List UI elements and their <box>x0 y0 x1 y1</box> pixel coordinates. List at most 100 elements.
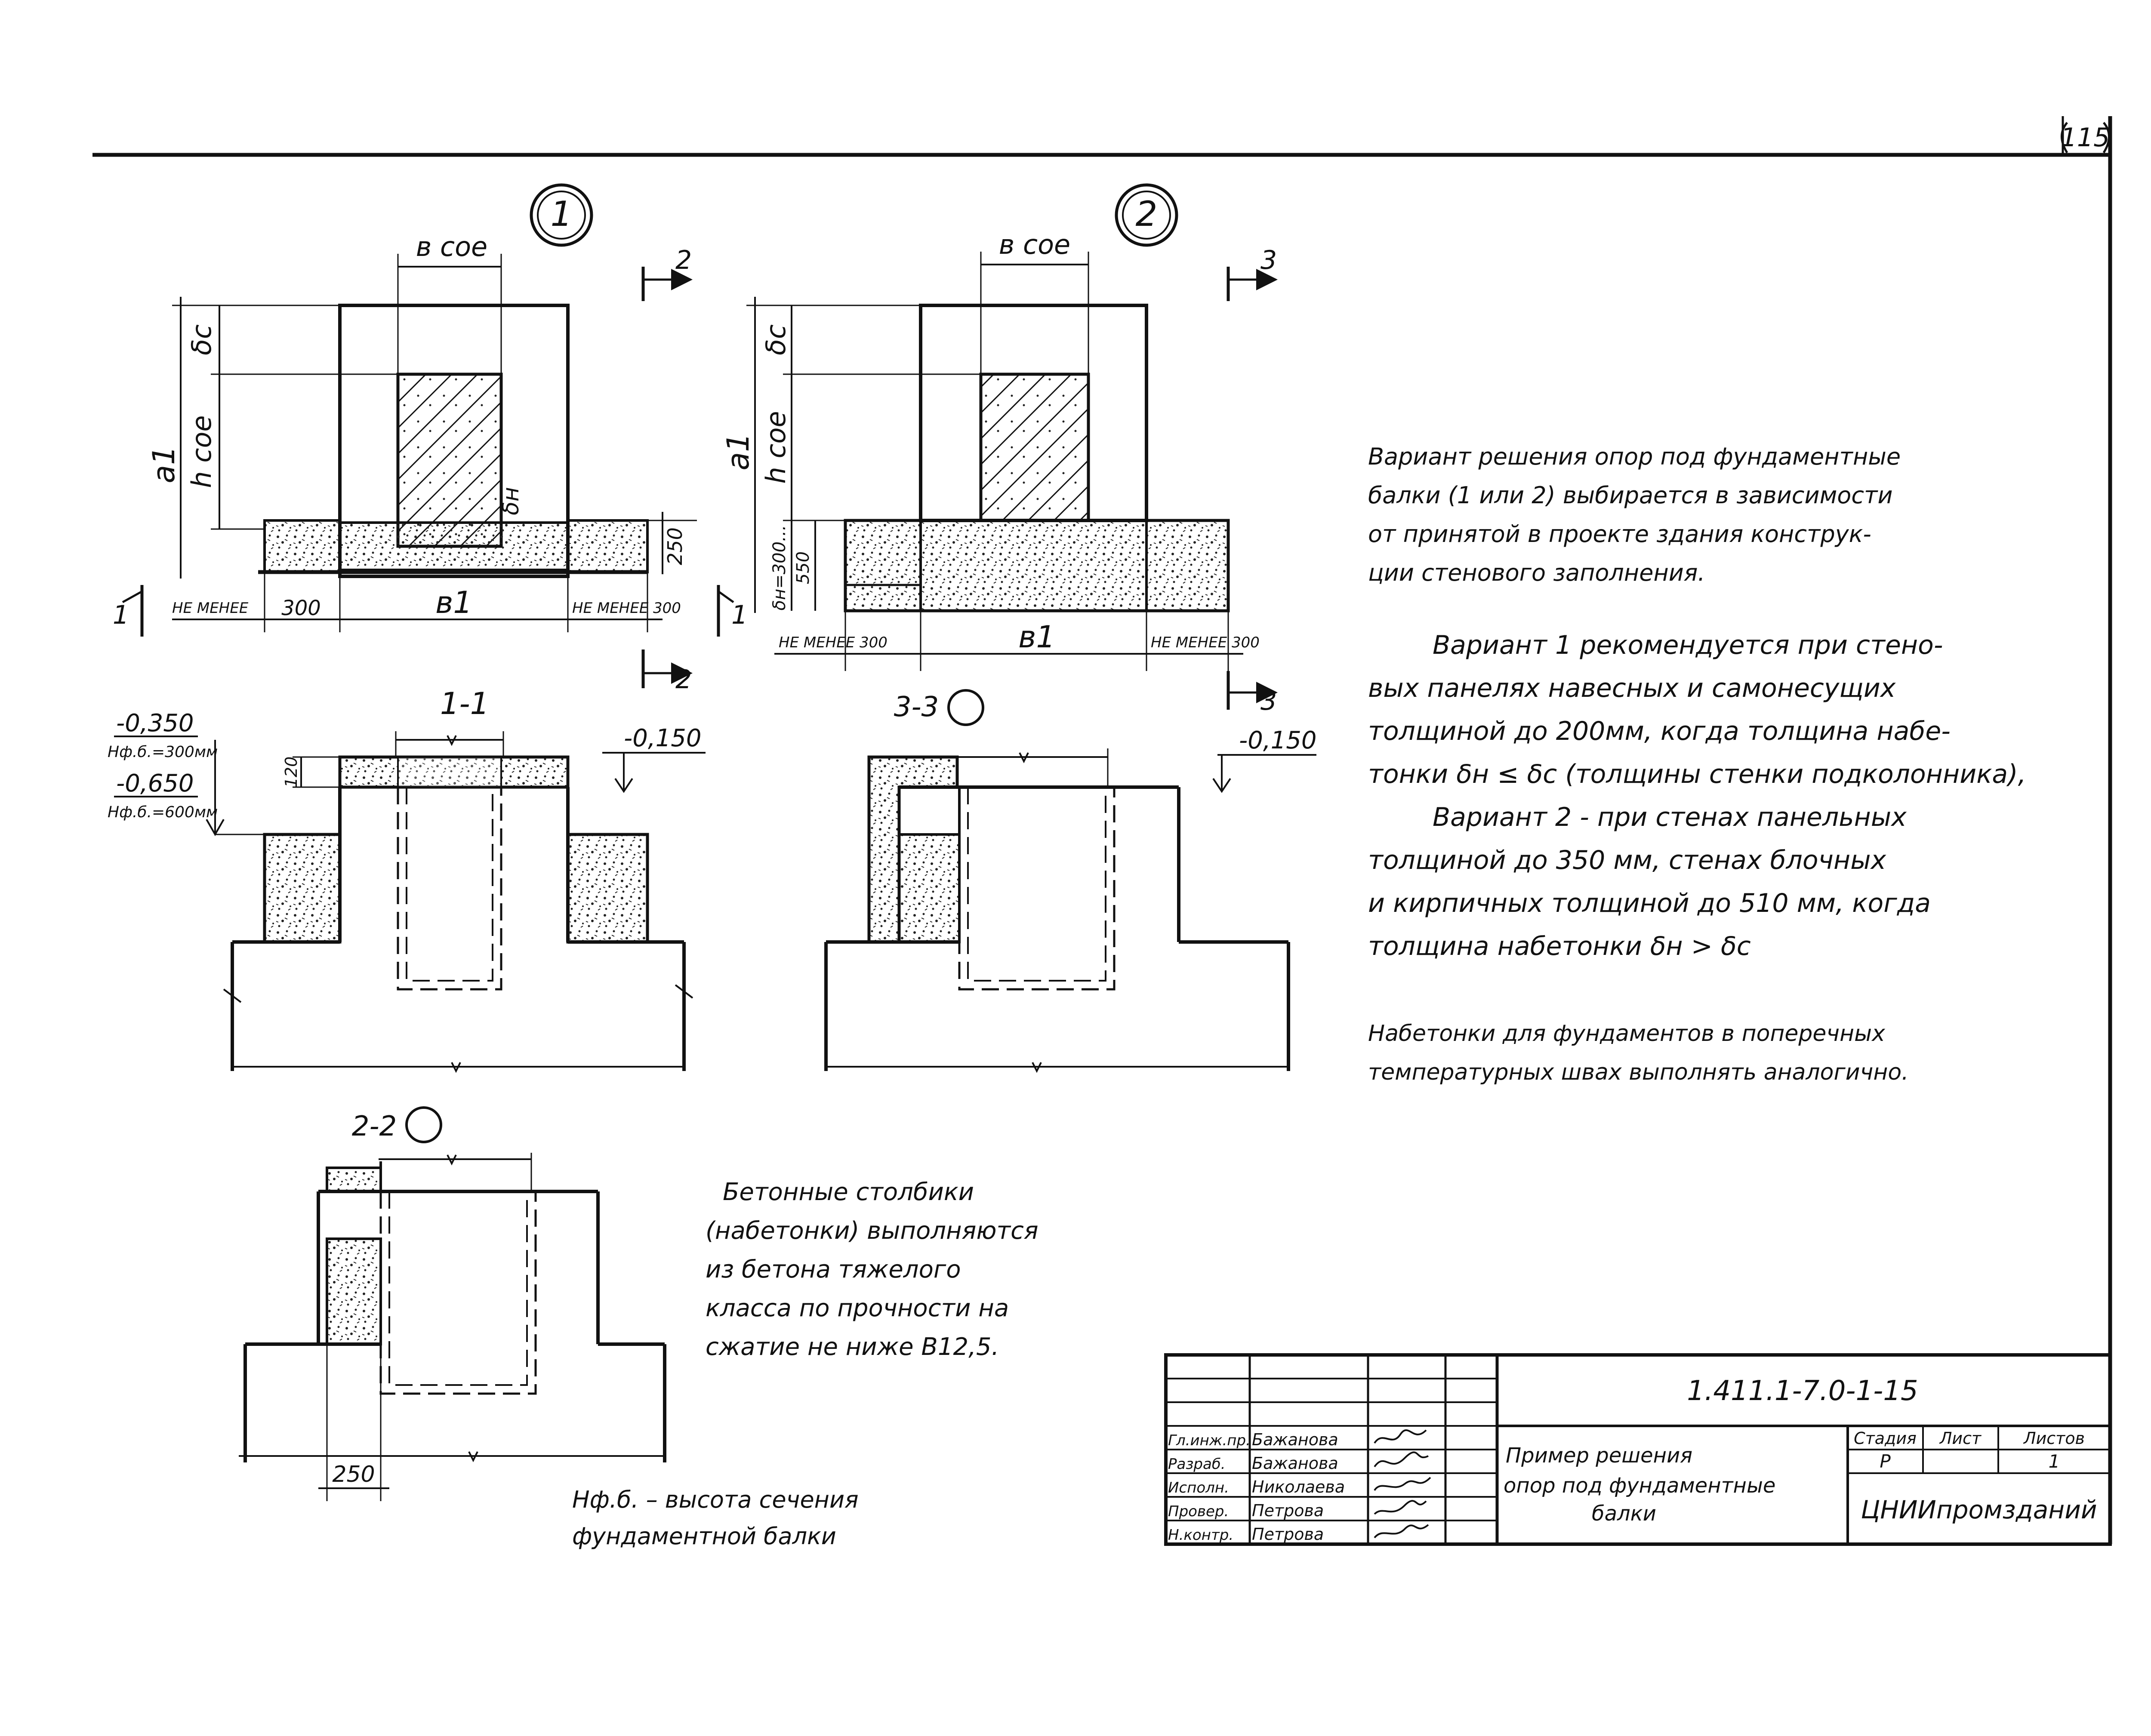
label-not-less-left-2: НЕ МЕНЕЕ 300 <box>779 634 888 651</box>
detail-1: 1 в сое а1 h сое δс δн 250 НЕ МЕ <box>113 183 748 695</box>
role-4: Провер. <box>1168 1503 1229 1520</box>
notes: Вариант решения опор под фундаментные ба… <box>572 443 2026 1550</box>
stage-value: Р <box>1880 1451 1891 1472</box>
name-5: Петрова <box>1252 1525 1324 1544</box>
col-stage: Стадия <box>1854 1429 1917 1448</box>
sheet-number: 115 <box>2061 123 2110 153</box>
signatures <box>1374 1429 1431 1539</box>
col-sheet: Лист <box>1939 1429 1982 1448</box>
concrete-side-2-2 <box>326 1237 382 1345</box>
sheet-frame <box>92 116 2112 1544</box>
name-2: Бажанова <box>1252 1454 1338 1473</box>
note-concrete-line-5: сжатие не ниже В12,5. <box>706 1333 999 1361</box>
elev-150-1-1: -0,150 <box>624 724 702 752</box>
label-h-col-1: h сое <box>186 415 217 488</box>
detail-1-marker: 1 <box>551 194 573 234</box>
cut-right-1: 1 <box>731 600 748 630</box>
label-dn-1: δн <box>498 487 524 515</box>
note-p2-line-2: вых панелях навесных и самонесущих <box>1368 673 1896 703</box>
sheet-title-line-2: опор под фундаментные <box>1504 1474 1775 1498</box>
note-p1: Вариант решения опор под фундаментные ба… <box>1368 443 1908 586</box>
concrete-fill-right <box>567 519 649 573</box>
section-3-3: 3-3 -0,150 <box>824 689 1317 1073</box>
section-3-3-title: 3-3 <box>894 691 939 723</box>
detail-2-marker: 2 <box>1136 194 1158 234</box>
note-p1-line-3: от принятой в проекте здания конструк- <box>1368 520 1871 548</box>
concrete-side-left <box>263 833 342 944</box>
note-p2: Вариант 1 рекомендуется при стено- вых п… <box>1368 630 2026 789</box>
label-not-less-right-2: НЕ МЕНЕЕ 300 <box>1151 634 1260 651</box>
label-dc-1: δс <box>186 324 217 355</box>
elev-650-note: Нф.б.=600мм <box>108 803 218 821</box>
label-b1-2: в1 <box>1018 619 1055 655</box>
note-concrete-line-3: из бетона тяжелого <box>706 1256 961 1284</box>
note-p3-line-3: и кирпичных толщиной до 510 мм, когда <box>1368 888 1931 918</box>
cut-label-top-2: 3 <box>1260 245 1277 275</box>
note-p4: Набетонки для фундаментов в поперечных т… <box>1368 1021 1909 1085</box>
concrete-top-2-2 <box>326 1167 382 1193</box>
elev-150-3-3: -0,150 <box>1239 726 1317 754</box>
note-p1-line-4: ции стенового заполнения. <box>1368 559 1705 586</box>
note-concrete-line-1: Бетонные столбики <box>723 1178 974 1206</box>
label-b-col-1: в сое <box>416 231 487 262</box>
note-p4-line-1: Набетонки для фундаментов в поперечных <box>1368 1021 1886 1047</box>
column-section <box>396 372 503 548</box>
detail-2-marker-circle <box>1115 183 1178 247</box>
section-1-1: 1-1 120 -0,350 Нф.б.=300мм -0,650 Нф.б.=… <box>108 686 706 1073</box>
label-a1-1: а1 <box>146 446 182 483</box>
dim-250-2-2: 250 <box>332 1462 375 1487</box>
cut-label-bottom-2: 3 <box>1260 686 1277 716</box>
note-footnote-line-1: Нф.б. – высота сечения <box>572 1486 859 1513</box>
role-5: Н.контр. <box>1168 1527 1233 1544</box>
note-p2-line-3: толщиной до 200мм, когда толщина набе- <box>1368 716 1951 746</box>
label-not-less-right-1: НЕ МЕНЕЕ 300 <box>572 600 681 617</box>
sheet-title-line-3: балки <box>1592 1502 1656 1526</box>
label-dc-2: δс <box>760 324 792 355</box>
dim-250-1: 250 <box>663 527 687 565</box>
name-1: Бажанова <box>1252 1430 1338 1449</box>
concrete-fill-2 <box>844 519 1230 613</box>
note-p2-line-4: тонки δн ≤ δс (толщины стенки подколонни… <box>1368 759 2026 789</box>
note-p4-line-2: температурных швах выполнять аналогично. <box>1368 1059 1909 1085</box>
detail-2: 2 в сое а1 h сое δс δн=300... 550 НЕ МЕН… <box>721 183 1278 716</box>
name-3: Николаева <box>1252 1477 1345 1496</box>
label-b1-1: в1 <box>435 585 472 620</box>
dim-550-2: 550 <box>793 551 813 584</box>
note-p3-line-1: Вариант 2 - при стенах панельных <box>1433 802 1907 832</box>
note-footnote: Нф.б. – высота сечения фундаментной балк… <box>572 1486 866 1550</box>
role-1: Гл.инж.пр. <box>1168 1432 1251 1449</box>
note-concrete-line-4: класса по прочности на <box>706 1294 1009 1322</box>
sheets-value: 1 <box>2049 1451 2060 1472</box>
dim-120: 120 <box>282 757 301 788</box>
title-block: 1.411.1-7.0-1-15 Гл.инж.пр. Разраб. Испо… <box>1164 1353 2112 1546</box>
cut-left-1: 1 <box>113 600 129 630</box>
sheet-title-line-1: Пример решения <box>1506 1444 1692 1468</box>
note-p2-line-1: Вариант 1 рекомендуется при стено- <box>1433 630 1943 660</box>
elev-650: -0,650 <box>116 770 194 797</box>
label-b-col-2: в сое <box>999 229 1070 260</box>
note-p1-line-2: балки (1 или 2) выбирается в зависимости <box>1368 482 1893 509</box>
cut-label-top-1: 2 <box>675 245 692 275</box>
note-p3-line-4: толщина набетонки δн > δс <box>1368 931 1751 961</box>
concrete-fill-center <box>339 521 569 571</box>
role-3: Исполн. <box>1168 1479 1229 1496</box>
note-footnote-line-2: фундаментной балки <box>572 1523 836 1550</box>
sheet-title: Пример решения опор под фундаментные бал… <box>1504 1444 1782 1526</box>
name-4: Петрова <box>1252 1501 1324 1520</box>
section-1-1-title: 1-1 <box>440 686 489 721</box>
note-concrete: Бетонные столбики (набетонки) выполняютс… <box>706 1178 1046 1361</box>
note-concrete-line-2: (набетонки) выполняются <box>706 1217 1039 1245</box>
elev-350-note: Нф.б.=300мм <box>108 743 218 761</box>
col-sheets: Листов <box>2023 1429 2085 1448</box>
label-not-less-left-1: НЕ МЕНЕЕ <box>172 600 249 617</box>
note-p3-line-2: толщиной до 350 мм, стенах блочных <box>1368 845 1886 875</box>
label-h-col-2: h сое <box>760 411 792 483</box>
role-2: Разраб. <box>1168 1456 1226 1473</box>
detail-1-marker-circle <box>530 183 593 247</box>
organization: ЦНИИпромзданий <box>1861 1495 2097 1524</box>
dim-300-1: 300 <box>281 596 321 620</box>
label-a1-2: а1 <box>721 433 756 470</box>
column-section-2 <box>979 372 1090 522</box>
elev-350: -0,350 <box>116 709 194 737</box>
